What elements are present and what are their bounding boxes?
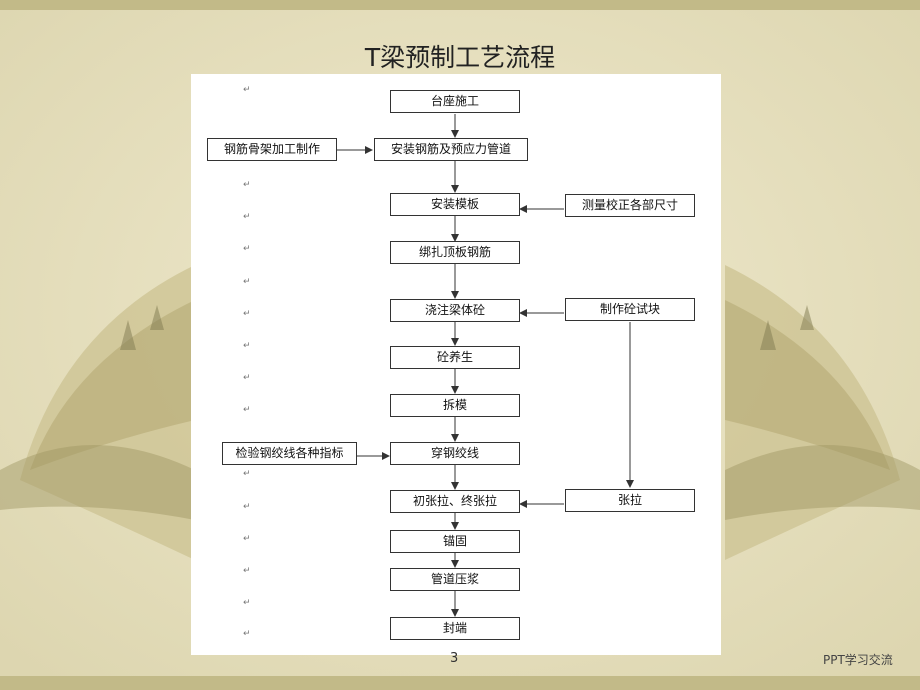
step-duct-grouting: 管道压浆 [390, 568, 520, 591]
side-tension: 张拉 [565, 489, 695, 512]
step-pedestal-construction: 台座施工 [390, 90, 520, 113]
step-thread-strands: 穿钢绞线 [390, 442, 520, 465]
paragraph-mark: ↵ [243, 405, 251, 415]
step-install-rebar-ducts: 安装钢筋及预应力管道 [374, 138, 528, 161]
slide-title: T梁预制工艺流程 [364, 43, 556, 72]
footer-text: PPT学习交流 [823, 653, 893, 667]
paragraph-mark: ↵ [243, 629, 251, 639]
step-anchoring: 锚固 [390, 530, 520, 553]
paragraph-mark: ↵ [243, 373, 251, 383]
paragraph-mark: ↵ [243, 277, 251, 287]
paragraph-mark: ↵ [243, 212, 251, 222]
paragraph-mark: ↵ [243, 534, 251, 544]
paragraph-mark: ↵ [243, 244, 251, 254]
step-remove-formwork: 拆模 [390, 394, 520, 417]
step-pour-concrete: 浇注梁体砼 [390, 299, 520, 322]
side-make-test-block: 制作砼试块 [565, 298, 695, 321]
step-end-sealing: 封端 [390, 617, 520, 640]
flow-connectors [337, 114, 634, 617]
step-concrete-curing: 砼养生 [390, 346, 520, 369]
step-install-formwork: 安装模板 [390, 193, 520, 216]
paragraph-mark: ↵ [243, 566, 251, 576]
paragraph-mark: ↵ [243, 85, 251, 95]
paragraph-mark: ↵ [243, 309, 251, 319]
paragraph-mark: ↵ [243, 341, 251, 351]
top-band [0, 0, 920, 10]
paragraph-mark: ↵ [243, 598, 251, 608]
step-tie-top-rebar: 绑扎顶板钢筋 [390, 241, 520, 264]
side-strand-inspection: 检验钢绞线各种指标 [222, 442, 357, 465]
paragraph-mark: ↵ [243, 502, 251, 512]
bottom-band [0, 676, 920, 690]
side-rebar-frame-fabrication: 钢筋骨架加工制作 [207, 138, 337, 161]
step-tensioning: 初张拉、终张拉 [390, 490, 520, 513]
flowchart-document: ↵ ↵ ↵ ↵ ↵ ↵ ↵ ↵ ↵ ↵ ↵ ↵ ↵ ↵ ↵ 台座施工 安装钢筋及… [191, 74, 721, 655]
page-number: 3 [450, 651, 459, 666]
paragraph-mark: ↵ [243, 469, 251, 479]
paragraph-mark: ↵ [243, 180, 251, 190]
side-measure-dimensions: 测量校正各部尺寸 [565, 194, 695, 217]
